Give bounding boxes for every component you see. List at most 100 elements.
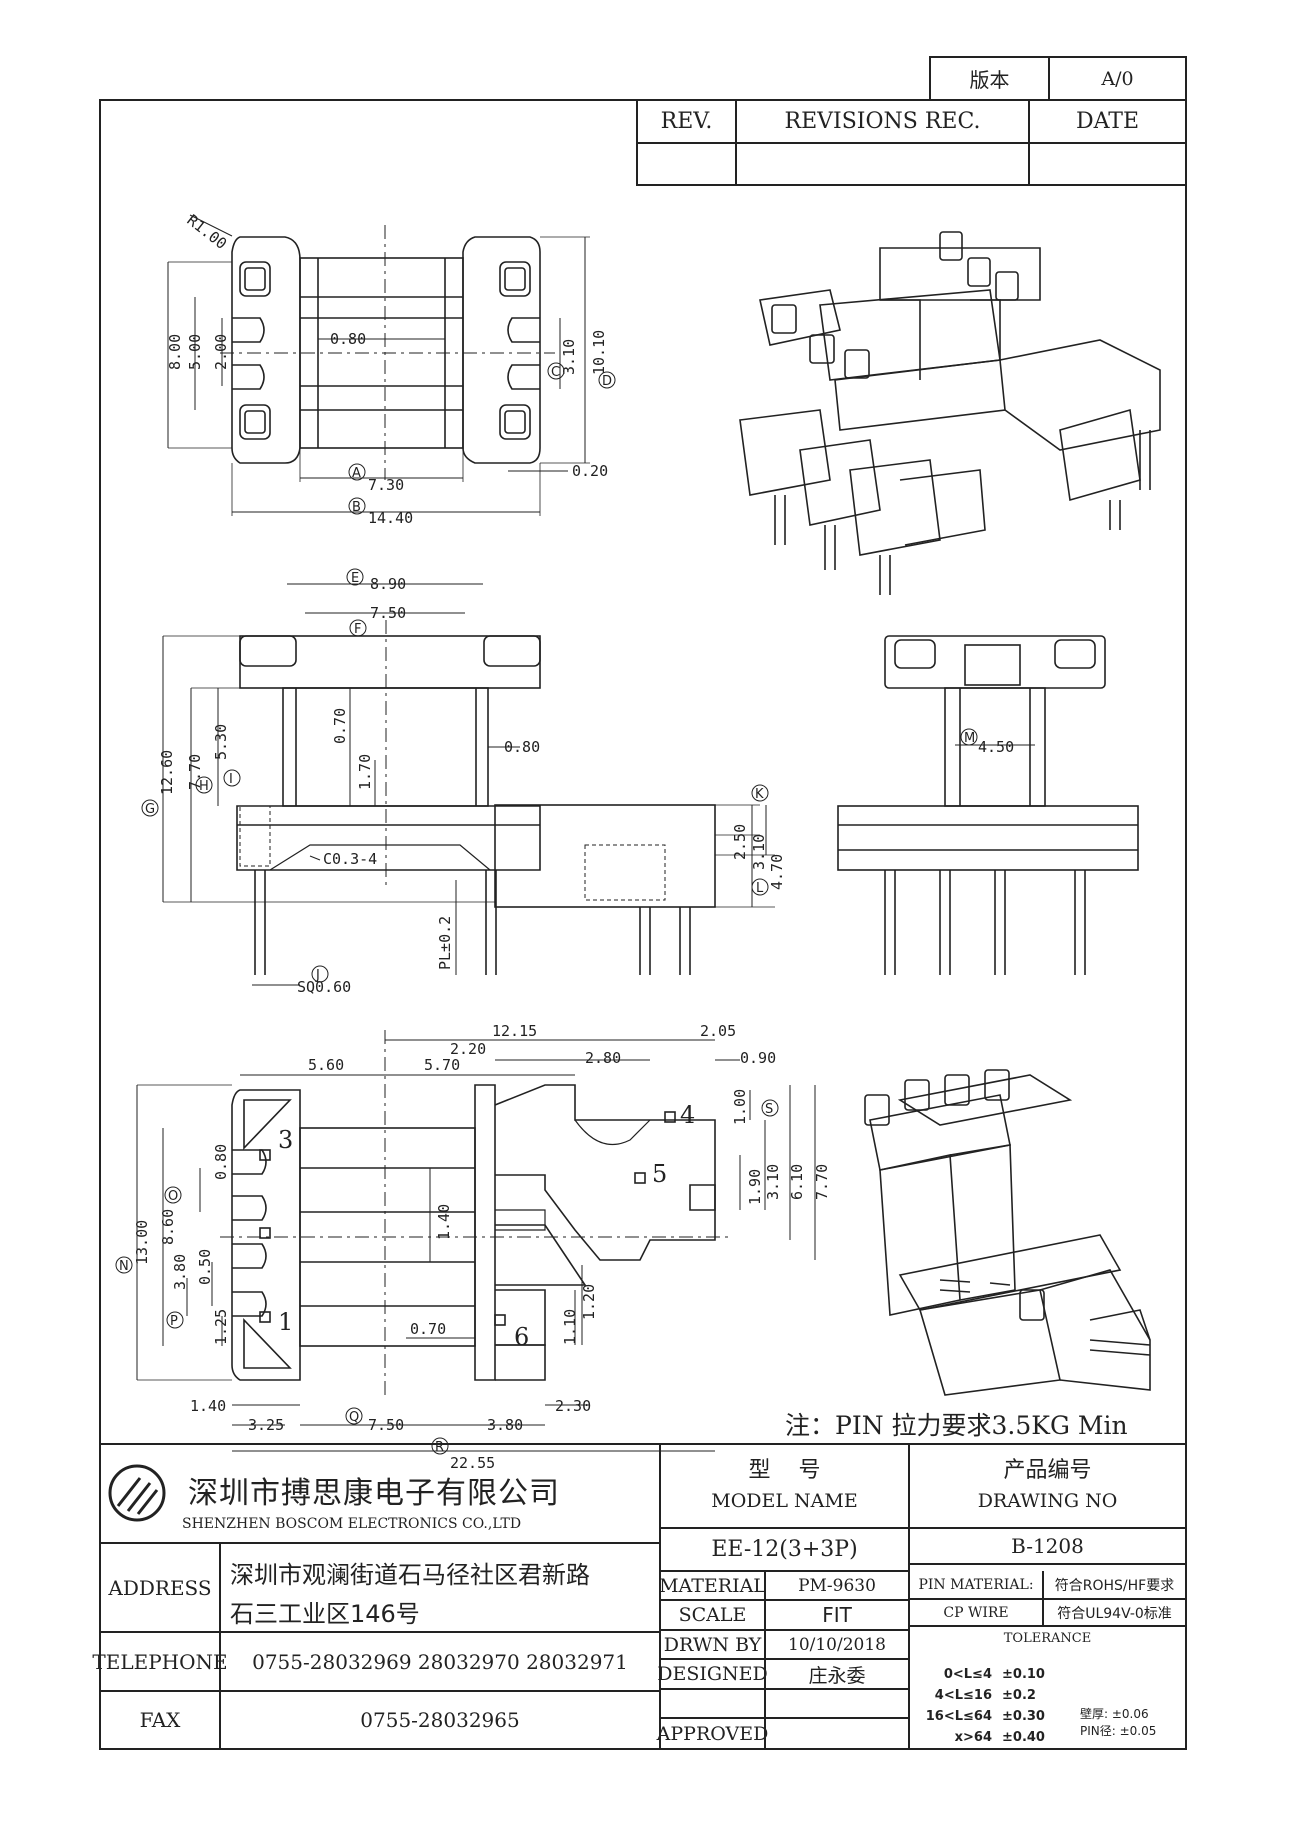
dim-12-60: 12.60 xyxy=(158,750,176,795)
dim-8-00: 8.00 xyxy=(166,334,184,370)
dim-1-10: 1.10 xyxy=(561,1309,579,1345)
dim-6-10: 6.10 xyxy=(788,1164,806,1200)
fax-value: 0755-28032965 xyxy=(360,1708,520,1732)
rev-label: REV. xyxy=(660,109,713,134)
designed-value: 庄永委 xyxy=(808,1664,866,1687)
address-line-1: 深圳市观澜街道石马径社区君新路 xyxy=(230,1561,590,1589)
version-value: A/0 xyxy=(1101,67,1134,90)
company-logo-icon xyxy=(108,1464,166,1522)
approved-value xyxy=(765,1718,909,1749)
callout-q: Q xyxy=(349,1410,359,1425)
fax-label: FAX xyxy=(139,1708,181,1732)
dim-2-80: 2.80 xyxy=(585,1049,621,1067)
side-profile-view xyxy=(494,804,775,975)
dim-5-00: 5.00 xyxy=(186,334,204,370)
dim-10-10: 10.10 xyxy=(590,330,608,375)
telephone-value: 0755-28032969 28032970 28032971 xyxy=(252,1649,628,1674)
model-label-en: MODEL NAME xyxy=(711,1490,858,1512)
dim-1-00: 1.00 xyxy=(731,1089,749,1125)
dim-22-55: 22.55 xyxy=(450,1454,495,1472)
pin-5-label: 5 xyxy=(652,1160,667,1188)
material-label: MATERIAL xyxy=(659,1574,766,1597)
dim-1-90: 1.90 xyxy=(746,1169,764,1205)
drawing-label-en: DRAWING NO xyxy=(977,1490,1118,1512)
callout-o: O xyxy=(168,1189,178,1204)
bottom-view xyxy=(136,1030,816,1452)
dim-0-70-bottom: 0.70 xyxy=(410,1320,446,1338)
dim-1-40-center: 1.40 xyxy=(435,1204,453,1240)
tolerance-table: 0<L≤4±0.10 4<L≤16±0.2 16<L≤64±0.30 x>64±… xyxy=(920,1664,1060,1748)
model-label-cn: 型 号 xyxy=(748,1458,821,1483)
scale-label: SCALE xyxy=(678,1604,747,1626)
tolerance-row: 0<L≤4±0.10 xyxy=(943,1667,1045,1682)
callout-a: A xyxy=(352,466,361,481)
callout-j: J xyxy=(315,968,320,983)
dim-1-20: 1.20 xyxy=(580,1284,598,1320)
dim-chamfer: C0.3-4 xyxy=(323,850,377,868)
drawing-value: B-1208 xyxy=(1011,1534,1084,1558)
dim-8-90: 8.90 xyxy=(370,575,406,593)
callout-i: I xyxy=(229,772,233,787)
pin-3-label: 3 xyxy=(278,1126,293,1154)
dim-5-30: 5.30 xyxy=(212,724,230,760)
dim-12-15: 12.15 xyxy=(492,1022,537,1040)
callout-r: R xyxy=(435,1440,444,1455)
rohs-compliance: 符合ROHS/HF要求 xyxy=(1054,1578,1175,1594)
revisions-label: REVISIONS REC. xyxy=(784,109,981,134)
dim-0-80-top: 0.80 xyxy=(330,330,366,348)
isometric-view-top xyxy=(739,231,1161,595)
telephone-label: TELEPHONE xyxy=(92,1649,228,1674)
company-name-cn: 深圳市搏思康电子有限公司 xyxy=(188,1476,560,1511)
callout-g: G xyxy=(145,802,155,817)
callout-b: B xyxy=(352,500,361,515)
date-label: DATE xyxy=(1075,109,1140,134)
callout-n: N xyxy=(119,1259,129,1274)
address-label: ADDRESS xyxy=(108,1575,212,1600)
dim-1-70: 1.70 xyxy=(356,754,374,790)
dim-4-70: 4.70 xyxy=(768,854,786,890)
dim-5-70: 5.70 xyxy=(424,1056,460,1074)
material-value: PM-9630 xyxy=(798,1575,876,1596)
dim-3-80-bottom: 3.80 xyxy=(487,1416,523,1434)
dim-3-10-side: 3.10 xyxy=(750,834,768,870)
dim-2-30: 2.30 xyxy=(555,1397,591,1415)
dim-7-50-front: 7.50 xyxy=(370,604,406,622)
dim-0-80-front: 0.80 xyxy=(504,738,540,756)
dim-0-50: 0.50 xyxy=(196,1249,214,1285)
version-label: 版本 xyxy=(969,68,1010,92)
dim-14-40: 14.40 xyxy=(368,509,413,527)
dim-1-25: 1.25 xyxy=(212,1309,230,1345)
front-view xyxy=(162,583,541,986)
dim-pl: PL±0.2 xyxy=(436,916,454,970)
scale-value: FIT xyxy=(822,1603,852,1627)
callout-f: F xyxy=(354,622,361,637)
tolerance-row: 4<L≤16±0.2 xyxy=(934,1688,1036,1703)
callout-h: H xyxy=(199,779,209,794)
dim-7-70-bottom: 7.70 xyxy=(813,1164,831,1200)
pin-pull-note: 注：PIN 拉力要求3.5KG Min xyxy=(785,1411,1128,1440)
callout-s: S xyxy=(765,1102,773,1117)
dim-3-10-bottom: 3.10 xyxy=(764,1164,782,1200)
dim-2-05: 2.05 xyxy=(700,1022,736,1040)
dim-1-40-bottom: 1.40 xyxy=(190,1397,226,1415)
dim-8-60: 8.60 xyxy=(159,1209,177,1245)
dim-0-80-bottom: 0.80 xyxy=(212,1144,230,1180)
dim-4-50: 4.50 xyxy=(978,738,1014,756)
callout-c: C xyxy=(551,365,560,380)
dim-0-20: 0.20 xyxy=(572,462,608,480)
dim-5-60: 5.60 xyxy=(308,1056,344,1074)
drawing-label-cn: 产品编号 xyxy=(1003,1458,1092,1483)
callout-p: P xyxy=(170,1314,178,1329)
callout-d: D xyxy=(602,374,612,389)
dim-7-30: 7.30 xyxy=(368,476,404,494)
pin-1-label: 1 xyxy=(278,1308,293,1336)
dim-7-50-bottom: 7.50 xyxy=(368,1416,404,1434)
dim-0-90: 0.90 xyxy=(740,1049,776,1067)
dim-0-70-front: 0.70 xyxy=(331,708,349,744)
wall-thickness-tolerance: 壁厚: ±0.06 xyxy=(1080,1707,1149,1721)
drawn-by-label: DRWN BY xyxy=(663,1633,762,1656)
pin-diameter-tolerance: PIN径: ±0.05 xyxy=(1080,1724,1157,1738)
ul-compliance: 符合UL94V-0标准 xyxy=(1057,1605,1172,1622)
dim-13-00: 13.00 xyxy=(133,1220,151,1265)
